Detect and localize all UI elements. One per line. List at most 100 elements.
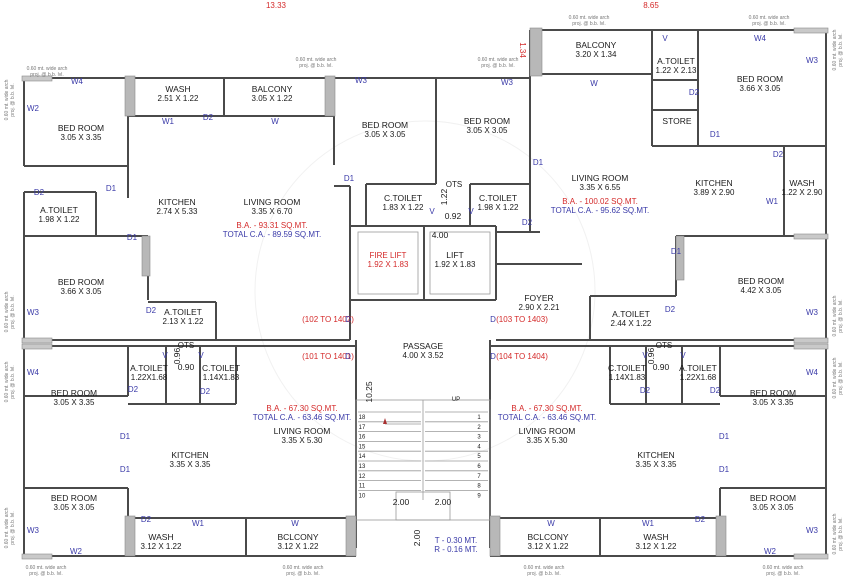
room-dim: 3.89 X 2.90	[694, 188, 735, 197]
stair-step-number: 9	[477, 493, 481, 499]
arch-note-side: 0.60 mt. wide arch	[4, 361, 10, 402]
opening-tag: D	[490, 315, 496, 324]
room-name: C.TOILET	[479, 193, 517, 203]
opening-tag: D1	[719, 465, 730, 474]
room-name: A.TOILET	[657, 56, 695, 66]
room-dim: 1.22 X 2.90	[782, 188, 823, 197]
carpet-area-label: TOTAL C.A. - 89.59 SQ.MT.	[223, 230, 322, 239]
room-name: A.TOILET	[130, 363, 168, 373]
room-name: C.TOILET	[608, 363, 646, 373]
stair-step-number: 8	[477, 484, 481, 490]
opening-tag: V	[162, 351, 168, 360]
fire-lift-dim: 1.92 X 1.83	[368, 260, 409, 269]
arch-note-side: 0.60 mt. wide arch	[832, 357, 838, 398]
room-dim: 3.66 X 3.05	[61, 287, 102, 296]
room-name: BALCONY	[252, 84, 293, 94]
room-dim: 2.90 X 2.21	[519, 303, 560, 312]
arch-note: proj. @ b.b. lvl.	[299, 63, 332, 69]
opening-tag: D2	[200, 387, 211, 396]
room-dim: 4.42 X 3.05	[741, 286, 782, 295]
room-dim: 1.22X1.68	[131, 373, 168, 382]
room-dim: 3.05 X 3.05	[753, 503, 794, 512]
opening-tag: D1	[533, 158, 544, 167]
arch-note-side: 0.60 mt. wide arch	[4, 79, 10, 120]
arch-note: proj. @ b.b. lvl.	[752, 21, 785, 27]
built-area-label: B.A. - 100.02 SQ.MT.	[562, 197, 638, 206]
room-name: LIVING ROOM	[572, 173, 629, 183]
room-name: A.TOILET	[40, 205, 78, 215]
ots-label: OTS	[656, 341, 672, 350]
stair-tread-note: T - 0.30 MT.	[435, 536, 478, 545]
room-dim: 1.98 X 1.22	[478, 203, 519, 212]
arch-note: proj. @ b.b. lvl.	[29, 571, 62, 577]
stair-up-label: UP	[452, 397, 460, 403]
room-dim: 3.12 X 1.22	[528, 542, 569, 551]
opening-tag: W1	[766, 197, 779, 206]
room-dim: 1.14X1.83	[203, 373, 240, 382]
room-name: FOYER	[524, 293, 553, 303]
dimension-label: 0.90	[653, 362, 670, 372]
stair-step-number: 11	[359, 484, 366, 490]
opening-tag: D2	[522, 218, 533, 227]
opening-tag: D	[490, 352, 496, 361]
dimension-label-red: 13.33	[266, 1, 287, 10]
room-name: KITCHEN	[695, 178, 732, 188]
opening-tag: W4	[806, 368, 819, 377]
walls	[21, 27, 829, 560]
stair-step-number: 6	[477, 464, 481, 470]
room-dim: 1.22X1.68	[680, 373, 717, 382]
stair-riser-note: R - 0.16 MT.	[434, 545, 478, 554]
room-dim: 1.92 X 1.83	[435, 260, 476, 269]
dimension-label: 0.96	[646, 347, 656, 364]
room-name: KITCHEN	[171, 450, 208, 460]
stair-step-number: 10	[359, 493, 366, 499]
room-dim: 3.05 X 3.35	[753, 398, 794, 407]
ots-label: OTS	[178, 341, 194, 350]
opening-tag: D	[345, 315, 351, 324]
stair-up-arrow-icon	[383, 418, 387, 424]
opening-tag: V	[642, 351, 648, 360]
room-dim: 3.05 X 3.35	[61, 133, 102, 142]
opening-tag: W1	[192, 519, 205, 528]
arch-note: 0.60 mt. wide arch	[27, 66, 68, 72]
opening-tag: D2	[695, 515, 706, 524]
opening-tag: W1	[642, 519, 655, 528]
opening-tag: D2	[34, 188, 45, 197]
arch-note-side: proj. @ b.b. lvl.	[10, 365, 16, 398]
room-name: A.TOILET	[679, 363, 717, 373]
opening-tag: W	[271, 117, 279, 126]
carpet-area-label: TOTAL C.A. - 63.46 SQ.MT.	[253, 413, 352, 422]
room-name: BED ROOM	[737, 74, 783, 84]
room-dim: 2.74 X 5.33	[157, 207, 198, 216]
room-name: WASH	[789, 178, 814, 188]
flat-range-label: (101 TO 1401)	[302, 352, 354, 361]
opening-tag: W	[547, 519, 555, 528]
room-name: A.TOILET	[164, 307, 202, 317]
arch-note: proj. @ b.b. lvl.	[766, 571, 799, 577]
room-name: BED ROOM	[58, 277, 104, 287]
opening-tag: D1	[120, 432, 131, 441]
flat-range-labels: (102 TO 1402)(103 TO 1403)(101 TO 1401)(…	[302, 315, 548, 361]
room-dim: 3.66 X 3.05	[740, 84, 781, 93]
opening-tag: W3	[806, 526, 819, 535]
room-dim: 3.35 X 5.30	[282, 436, 323, 445]
opening-tag: W3	[355, 76, 368, 85]
arch-note-side: proj. @ b.b. lvl.	[838, 361, 844, 394]
stair-step-number: 16	[359, 435, 366, 441]
opening-tag: D1	[120, 465, 131, 474]
opening-tag: V	[429, 207, 435, 216]
opening-tag: V	[198, 351, 204, 360]
opening-tag: W	[590, 79, 598, 88]
opening-tag: V	[662, 34, 668, 43]
room-dim: 3.35 X 6.70	[252, 207, 293, 216]
room-name: WASH	[148, 532, 173, 542]
opening-tag: W4	[27, 368, 40, 377]
arch-note-side: proj. @ b.b. lvl.	[838, 517, 844, 550]
opening-tag: W4	[71, 77, 84, 86]
room-dim: 3.12 X 1.22	[141, 542, 182, 551]
dimension-label: 10.25	[364, 381, 374, 403]
room-dim: 3.05 X 3.35	[54, 398, 95, 407]
